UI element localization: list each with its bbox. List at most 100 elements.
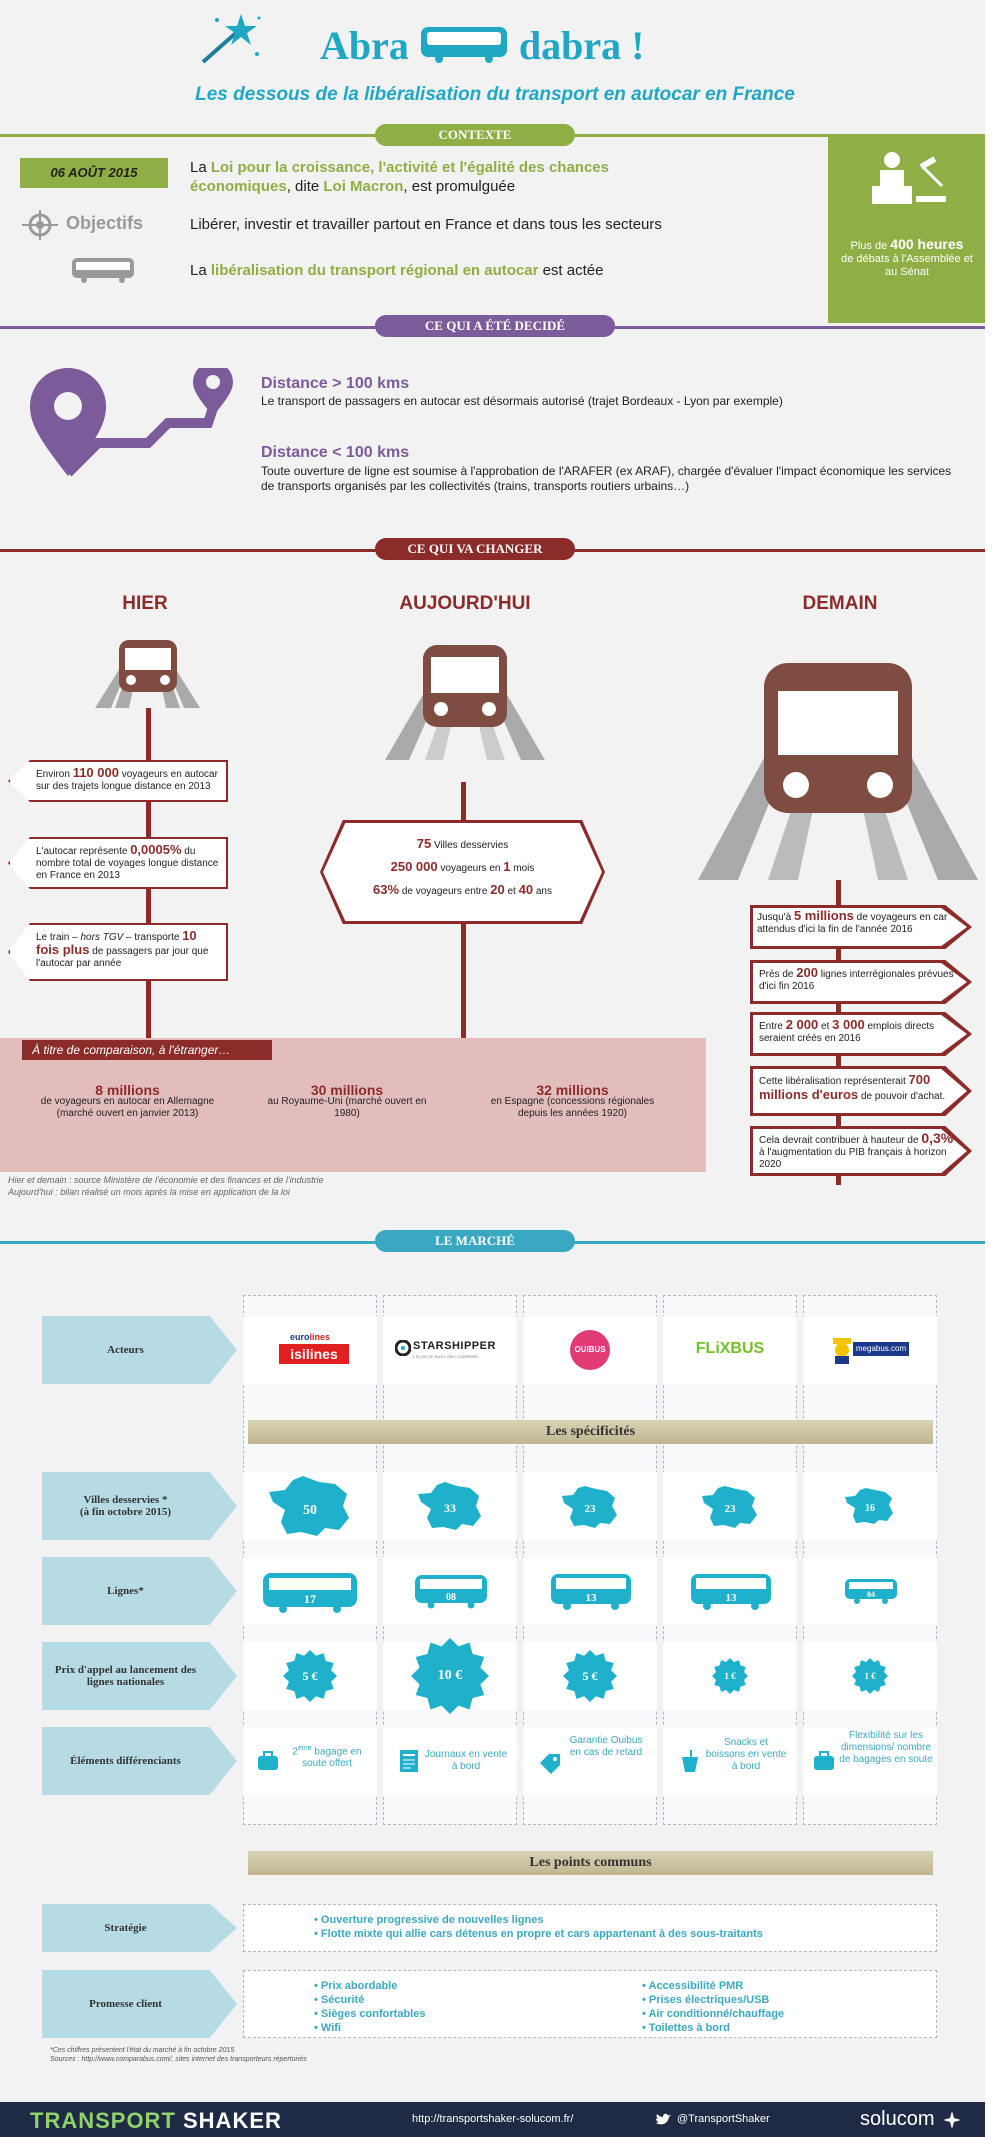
elements-cell: 2ème bagage en soute offert (243, 1727, 377, 1795)
main-title: Abra dabra ! (320, 22, 670, 72)
logo-megabus: megabus.com (853, 1342, 909, 1356)
price-seal: 10 € (411, 1638, 489, 1714)
villes-cell: 16 (803, 1472, 937, 1540)
demain-title: DEMAIN (802, 593, 878, 614)
starshipper-tagline: L'ÉLITE DE BUS LONG COURRIER (413, 1354, 478, 1359)
demain-fact-4: Cette libéralisation représenterait 700 … (753, 1069, 967, 1113)
luggage-icon (258, 1751, 278, 1770)
prix-cell: 1 € (803, 1642, 937, 1710)
megabus-mascot-icon (833, 1338, 851, 1364)
logo-flixbus: FLiXBUS (695, 1340, 765, 1357)
lignes-value: 04 (867, 1590, 875, 1599)
lignes-value: 13 (726, 1592, 738, 1604)
tag-icon (540, 1754, 560, 1774)
bus-road-medium-icon (385, 645, 545, 760)
price-seal: 1 € (712, 1658, 748, 1694)
cup-icon (682, 1750, 698, 1772)
promesse-item: • Toilettes à bord (642, 2022, 731, 2034)
contexte-pill: CONTEXTE (375, 124, 575, 146)
villes-cell: 23 (663, 1472, 797, 1540)
hier-fact-1: Environ 110 000 voyageurs en autocar sur… (8, 760, 228, 802)
footer-twitter-link[interactable]: @TransportShaker (677, 2113, 770, 2125)
lignes-cell: 13 (523, 1557, 657, 1625)
villes-cell: 33 (383, 1472, 517, 1540)
marche-notes: *Ces chiffres présentent l'état du march… (50, 2047, 307, 2063)
promesse-item: • Prix abordable (314, 1980, 398, 1992)
france-map-icon: 23 (702, 1486, 757, 1528)
etranger-label: À titre de comparaison, à l'étranger… (22, 1040, 272, 1060)
villes-value: 23 (585, 1503, 597, 1515)
route-pin-icon (30, 368, 233, 477)
bus-road-small-icon (95, 640, 200, 708)
logo-eurolines-cell: eurolines isilines (243, 1316, 377, 1384)
change-sources: Hier et demain : source Ministère de l'é… (8, 1175, 324, 1197)
demain-fact-5: Cela devrait contribuer à hauteur de 0,3… (753, 1129, 967, 1173)
target-icon (22, 210, 58, 240)
promesse-item: • Prises électriques/USB (642, 1994, 770, 2006)
villes-cell: 50 (243, 1472, 377, 1540)
title-left: Abra (320, 23, 409, 68)
objectifs-text: Libérer, investir et travailler partout … (190, 216, 662, 233)
marche-pill: LE MARCHÉ (375, 1230, 575, 1252)
footer-url-link[interactable]: http://transportshaker-solucom.fr/ (412, 2113, 574, 2125)
villes-value: 16 (865, 1503, 875, 1514)
demain-fact-2: Près de 200 lignes interrégionales prévu… (753, 963, 967, 1001)
elements-text: Snacks et boissons en vente à bord (705, 1737, 787, 1772)
date-badge: 06 AOÛT 2015 (20, 158, 168, 188)
distance-lt-text: Toute ouverture de ligne est soumise à l… (261, 464, 952, 493)
elements-text: Garantie Ouibus en cas de retard (569, 1735, 643, 1758)
liberalisation-text: La libéralisation du transport régional … (190, 262, 604, 279)
logo-ouibus-cell: OUIBUS (523, 1316, 657, 1384)
bus-icon: 13 (691, 1574, 771, 1610)
demain-fact-3: Entre 2 000 et 3 000 emplois directs ser… (753, 1015, 967, 1053)
lignes-value: 13 (586, 1592, 598, 1604)
elements-cell: Garantie Ouibus en cas de retard (523, 1727, 657, 1795)
strategie-item: • Flotte mixte qui allie cars détenus en… (314, 1928, 763, 1940)
twitter-icon (656, 2113, 671, 2125)
price-seal: 5 € (563, 1650, 617, 1702)
price-seal: 5 € (283, 1650, 337, 1702)
strategie-box: • Ouverture progressive de nouvelles lig… (243, 1904, 937, 1952)
bus-icon: 17 (263, 1573, 357, 1613)
lignes-value: 17 (304, 1592, 316, 1606)
distance-lt-title: Distance < 100 kms (261, 444, 410, 461)
starshipper-icon (395, 1340, 411, 1356)
footer: TRANSPORT SHAKER http://transportshaker-… (0, 2102, 985, 2137)
elements-cell: Journaux en vente à bord (383, 1727, 517, 1795)
aujourdhui-title: AUJOURD'HUI (399, 593, 531, 614)
prix-cell: 5 € (523, 1642, 657, 1710)
prix-cell: 5 € (243, 1642, 377, 1710)
communs-band: Les points communs (248, 1851, 933, 1875)
price-seal: 1 € (852, 1658, 888, 1694)
etranger-panel (0, 1038, 706, 1172)
promesse-box: • Prix abordable • Sécurité • Sièges con… (243, 1970, 937, 2038)
lignes-cell: 08 (383, 1557, 517, 1625)
promesse-item: • Accessibilité PMR (642, 1980, 744, 1992)
promesse-item: • Wifi (314, 2022, 341, 2034)
france-map-icon: 50 (269, 1476, 349, 1536)
bus-icon: 13 (551, 1574, 631, 1610)
judge-icon (872, 152, 946, 204)
promesse-item: • Sièges confortables (314, 2008, 426, 2020)
decide-pill: CE QUI A ÉTÉ DECIDÉ (375, 315, 615, 337)
loi-text: La Loi pour la croissance, l'activité et… (190, 159, 609, 195)
row-elements: Éléments différenciants (42, 1727, 237, 1795)
bus-icon: 04 (845, 1579, 897, 1604)
logo-flixbus-cell: FLiXBUS (663, 1316, 797, 1384)
change-pill: CE QUI VA CHANGER (375, 538, 575, 560)
row-promesse: Promesse client (42, 1970, 237, 2038)
bus-icon (420, 27, 507, 63)
logo-isilines: isilines (279, 1344, 349, 1364)
distance-gt-title: Distance > 100 kms (261, 375, 410, 392)
elements-text: 2ème bagage en soute offert (292, 1745, 362, 1770)
villes-value: 33 (444, 1501, 456, 1515)
promesse-left: • Prix abordable • Sécurité • Sièges con… (314, 1979, 425, 2035)
luggage-icon (814, 1751, 834, 1770)
row-villes: Villes desservies * (à fin octobre 2015) (42, 1472, 237, 1540)
title-right: dabra ! (518, 23, 645, 68)
footer-brand: TRANSPORT SHAKER (30, 2108, 282, 2133)
bus-icon: 08 (415, 1575, 487, 1609)
demain-fact-1: Jusqu'à 5 millions de voyageurs en car a… (753, 908, 967, 946)
footer-company-logo: solucom (860, 2108, 935, 2130)
